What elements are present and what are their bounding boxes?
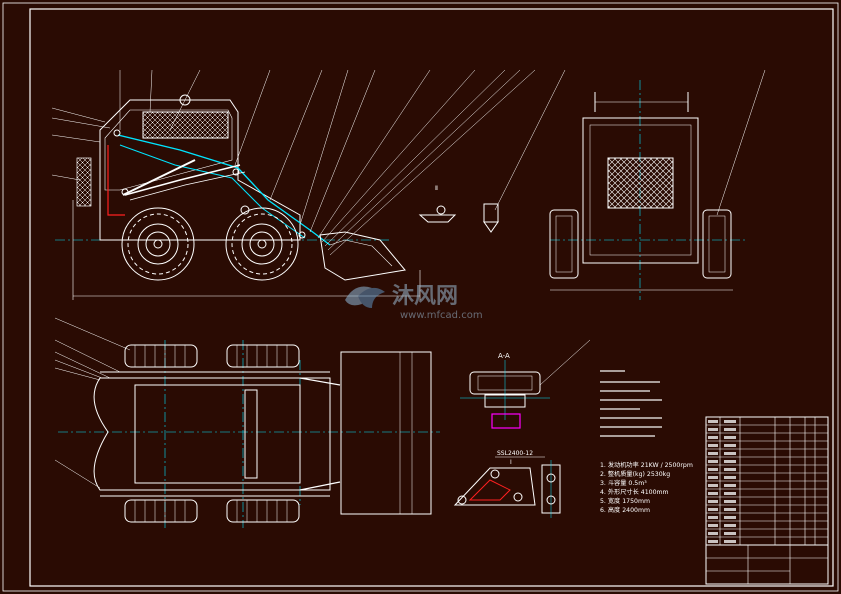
- top-view: [54, 317, 440, 528]
- title-block-cell-text: [724, 532, 736, 535]
- title-block-cell-text: [708, 436, 718, 439]
- title-block-cell-text: [724, 524, 736, 527]
- title-block-cell-text: [708, 524, 718, 527]
- section-view: [453, 339, 591, 518]
- section-label: A-A: [498, 352, 510, 360]
- title-block-cell-text: [724, 540, 736, 543]
- title-block-cell-text: [708, 532, 718, 535]
- title-block-cell-text: [708, 460, 718, 463]
- title-block-cell-text: [708, 508, 718, 511]
- watermark-logo-icon: [345, 286, 385, 308]
- note-3: 3. 斗容量 0.5m³: [600, 479, 647, 487]
- top-tires: [124, 344, 300, 523]
- note-1: 1. 发动机功率 21KW / 2500rpm: [600, 461, 693, 469]
- leader-lines: [51, 69, 566, 256]
- rear-wheel: [121, 207, 195, 281]
- title-block-cell-text: [724, 460, 736, 463]
- title-block-cell-text: [724, 436, 736, 439]
- title-block: [705, 416, 829, 585]
- part-code: SSL2400-12: [497, 450, 533, 457]
- title-block-cell-text: [724, 516, 736, 519]
- roof-grille: [142, 111, 229, 139]
- title-block-cell-text: [708, 500, 718, 503]
- detail-label-1: Ⅰ: [510, 459, 512, 466]
- title-block-cell-text: [708, 484, 718, 487]
- requirements-text-block: [600, 370, 662, 437]
- side-view: [51, 69, 566, 300]
- title-block-cell-text: [724, 420, 736, 423]
- title-block-cell-text: [708, 492, 718, 495]
- title-block-cell-text: [724, 428, 736, 431]
- title-block-cell-text: [724, 492, 736, 495]
- title-block-cell-text: [708, 540, 718, 543]
- title-block-cell-text: [724, 484, 736, 487]
- title-block-cell-text: [724, 476, 736, 479]
- front-wheel: [225, 207, 299, 281]
- front-view: [549, 69, 766, 300]
- front-left-wheel: [549, 209, 579, 279]
- note-6: 6. 高度 2400mm: [600, 506, 650, 514]
- note-2: 2. 整机质量(kg) 2530kg: [600, 470, 670, 478]
- bucket-top: [340, 351, 432, 515]
- watermark-url: www.mfcad.com: [400, 310, 483, 321]
- title-block-cell-text: [724, 500, 736, 503]
- title-block-cell-text: [708, 468, 718, 471]
- title-block-cell-text: [724, 468, 736, 471]
- title-block-cell-text: [708, 516, 718, 519]
- inner-frame: [29, 8, 834, 587]
- note-5: 5. 宽度 1750mm: [600, 497, 650, 505]
- title-block-cell-text: [708, 428, 718, 431]
- front-right-wheel: [702, 209, 732, 279]
- title-block-cell-text: [708, 452, 718, 455]
- title-block-cell-text: [708, 476, 718, 479]
- note-4: 4. 外形尺寸长 4100mm: [600, 488, 669, 496]
- technical-notes: 1. 发动机功率 21KW / 2500rpm 2. 整机质量(kg) 2530…: [600, 461, 693, 514]
- title-block-cell-text: [708, 444, 718, 447]
- watermark: 沐风网 www.mfcad.com: [345, 284, 483, 321]
- title-block-cell-text: [708, 420, 718, 423]
- watermark-brand: 沐风网: [392, 284, 458, 309]
- magenta-part: [491, 413, 521, 429]
- detail-label-2: Ⅱ: [435, 185, 438, 192]
- title-block-cell-text: [724, 508, 736, 511]
- title-block-text: [708, 420, 736, 543]
- title-block-cell-text: [724, 452, 736, 455]
- title-block-cell-text: [724, 444, 736, 447]
